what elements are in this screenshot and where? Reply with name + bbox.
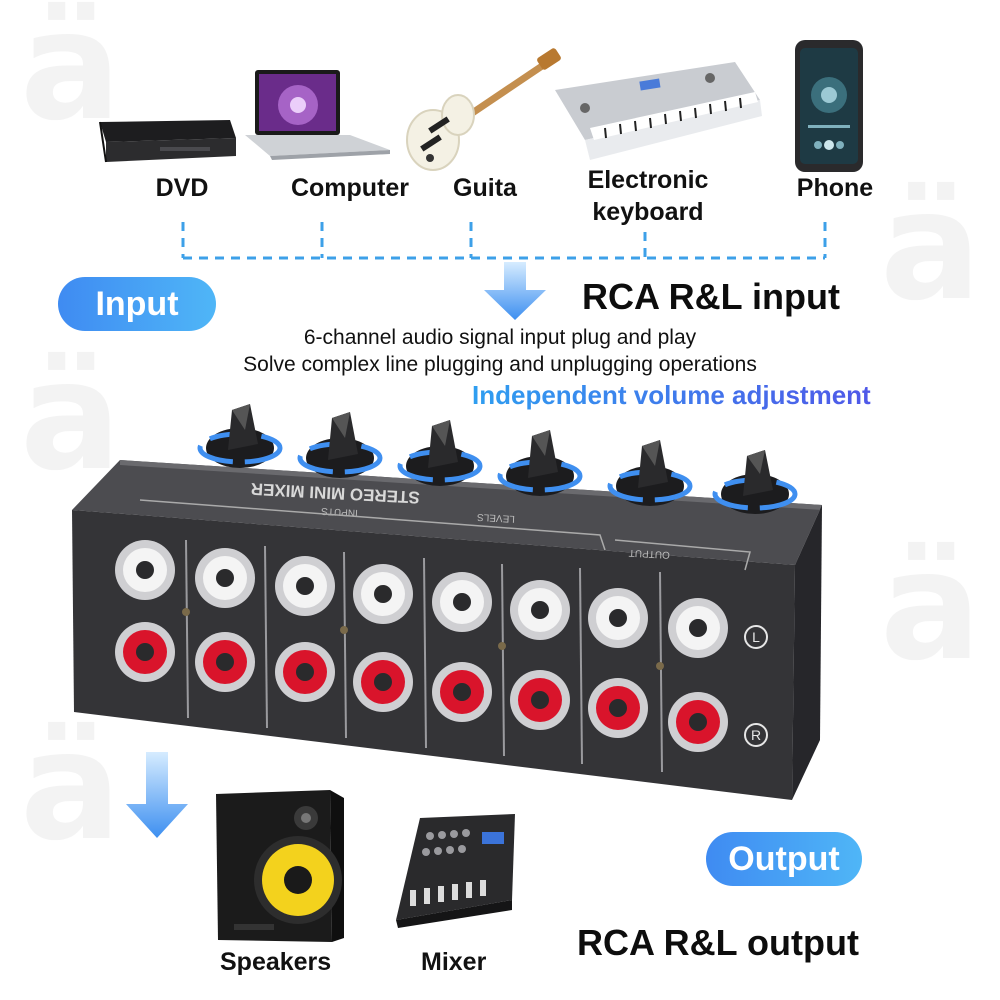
watermark-mark: ä (880, 160, 982, 334)
volume-adjust-highlight: Independent volume adjustment (472, 380, 871, 410)
mixer-label: Mixer (421, 948, 487, 976)
speaker-icon (216, 790, 344, 942)
source-devices-illustration (99, 40, 863, 260)
smartphone-icon (795, 40, 863, 172)
left-channel-label: L (752, 629, 760, 645)
down-arrow-icon (484, 262, 546, 320)
guitar-label: Guita (453, 174, 517, 202)
output-heading: RCA R&L output (577, 922, 859, 963)
mixer-output-text: OUTPUT (629, 547, 671, 560)
channel-markers: L R (744, 625, 768, 747)
watermark-mark: ä (20, 330, 122, 504)
connection-lines (181, 222, 827, 260)
volume-knob (607, 440, 693, 506)
input-pill: Input (58, 277, 216, 331)
input-heading: RCA R&L input (582, 276, 840, 317)
speakers-label: Speakers (220, 948, 332, 976)
volume-knob (297, 412, 383, 478)
guitar-icon (406, 48, 561, 171)
phone-label: Phone (796, 174, 874, 202)
output-pill: Output (706, 832, 862, 886)
volume-knob (497, 430, 583, 496)
computer-label: Computer (290, 174, 410, 202)
audio-mixer-icon (396, 814, 515, 928)
mixer-levels-text: LEVELS (477, 511, 516, 524)
watermark-mark: ä (880, 520, 982, 694)
keyboard-label-line1: Electronic (587, 166, 709, 194)
down-arrow-icon (126, 752, 188, 838)
keyboard-label-line2: keyboard (592, 198, 704, 226)
input-desc-line2: Solve complex line plugging and unpluggi… (243, 353, 757, 376)
dvd-label: DVD (155, 174, 209, 202)
electronic-keyboard-icon (555, 62, 762, 160)
watermark-mark: ä (20, 700, 122, 874)
rca-jacks-white (115, 540, 728, 658)
dvd-player-icon (99, 120, 236, 163)
volume-knobs (197, 404, 798, 514)
volume-knob (712, 450, 798, 514)
right-channel-label: R (751, 727, 761, 743)
volume-knob (397, 420, 483, 486)
stereo-mixer-device: STEREO MINI MIXER INPUTS LEVELS OUTPUT (72, 404, 822, 800)
volume-knob (197, 404, 283, 468)
rca-jacks-red (115, 622, 728, 752)
laptop-icon (245, 70, 390, 160)
input-desc-line1: 6-channel audio signal input plug and pl… (303, 326, 697, 349)
